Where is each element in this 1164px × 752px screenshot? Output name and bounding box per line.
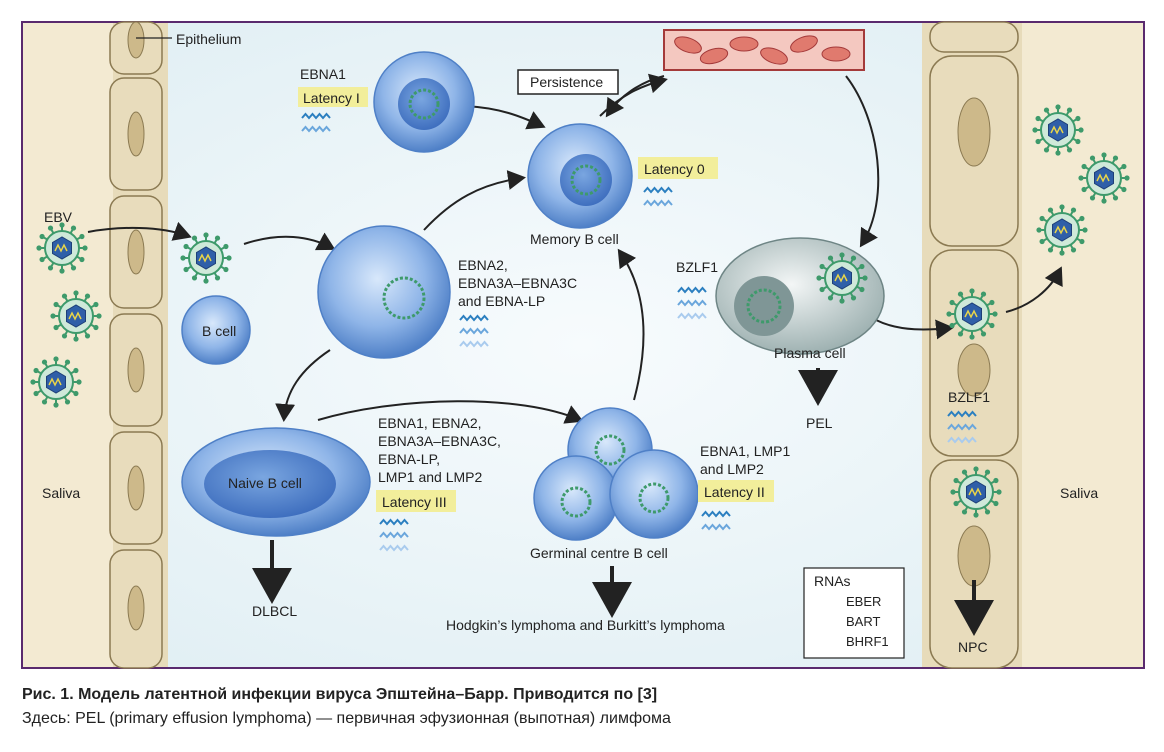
npc-label: NPC [958,639,988,655]
saliva-left-label: Saliva [42,485,80,501]
latency1-genes: EBNA1 [300,66,346,82]
rna-wave-icon [701,510,731,518]
epithelium-bzlf1-label: BZLF1 [948,389,990,405]
legend-bart: BART [846,614,880,629]
rna-wave-icon [301,125,331,133]
rna-wave-icon [459,340,489,348]
ebv-virion-icon [946,288,998,340]
ebv-virion-icon [180,232,232,284]
ebv-label: EBV [44,209,73,225]
latency-badges [298,87,774,512]
activated-genes-3: and EBNA-LP [458,293,545,309]
rna-wave-icon [947,423,977,431]
pathway-arrows [87,73,1063,636]
rna-wave-icon [643,186,673,194]
ebv-virion-icon [1032,104,1084,156]
blood-vessel [663,29,865,71]
legend-eber: EBER [846,594,881,609]
ebv-virion-icon [1036,204,1088,256]
memory-b-cell-label: Memory B cell [530,231,619,247]
rna-wave-icon [677,299,707,307]
latency2-badge: Latency II [704,484,765,500]
latency2-genes-2: and LMP2 [700,461,764,477]
naive-b-cell-label: Naive B cell [228,475,302,491]
plasma-bzlf1-label: BZLF1 [676,259,718,275]
rna-wave-icon [677,312,707,320]
legend-bhrf1: BHRF1 [846,634,889,649]
rna-wave-icon [677,286,707,294]
activated-genes-1: EBNA2, [458,257,508,273]
rna-wave-icon [459,314,489,322]
latency3-genes-3: EBNA-LP, [378,451,440,467]
rna-wave-icon [379,544,409,552]
figure-caption-title: Рис. 1. Модель латентной инфекции вируса… [22,686,658,703]
epithelium-label: Epithelium [176,31,241,47]
germinal-centre-cells [533,407,699,541]
right-epithelium [922,21,1143,669]
rna-wave-icon [379,518,409,526]
hodgkin-burkitt-label: Hodgkin’s lymphoma and Burkitt’s lymphom… [446,617,725,633]
activated-genes-2: EBNA3A–EBNA3C [458,275,577,291]
legend-title: RNAs [814,573,851,589]
latency3-badge: Latency III [382,494,447,510]
rna-legend [803,567,905,659]
left-epithelium [23,21,168,669]
ebv-virion-icon [30,356,82,408]
rna-wave-icon [947,410,977,418]
germinal-centre-label: Germinal centre B cell [530,545,668,561]
saliva-right-label: Saliva [1060,485,1098,501]
persistence-box [517,69,619,95]
latency0-badge: Latency 0 [644,161,705,177]
ebv-virion-icon [36,222,88,274]
ebv-virion-icon [50,290,102,342]
naive-b-cell [181,427,371,537]
latency2-genes-1: EBNA1, LMP1 [700,443,790,459]
ebv-virions [30,104,1130,518]
plasma-cell-label: Plasma cell [774,345,846,361]
plasma-cell [715,237,885,355]
figure-caption-note: Здесь: PEL (primary effusion lymphoma) —… [22,710,671,727]
persistence-label: Persistence [530,74,603,90]
latency3-genes-4: LMP1 and LMP2 [378,469,482,485]
rna-wave-icon [301,112,331,120]
ebv-virion-icon [816,252,868,304]
ebv-virion-icon [950,466,1002,518]
rna-wave-icon [701,523,731,531]
ebv-latency-diagram: Epithelium Saliva Saliva EBV B cell Pers… [21,21,1145,669]
latency3-genes-1: EBNA1, EBNA2, [378,415,482,431]
latency1-cell [373,51,475,153]
latency1-badge: Latency I [303,90,360,106]
latency3-genes-2: EBNA3A–EBNA3C, [378,433,501,449]
b-cell [181,295,251,365]
memory-b-cell [527,123,633,229]
rna-wave-icon [379,531,409,539]
activated-b-cell [317,225,451,359]
pel-label: PEL [806,415,833,431]
ebv-virion-icon [1078,152,1130,204]
rna-wave-icon [643,199,673,207]
rna-wave-icon [947,436,977,444]
rna-wave-icon [459,327,489,335]
b-cell-label: B cell [202,323,236,339]
dlbcl-label: DLBCL [252,603,297,619]
